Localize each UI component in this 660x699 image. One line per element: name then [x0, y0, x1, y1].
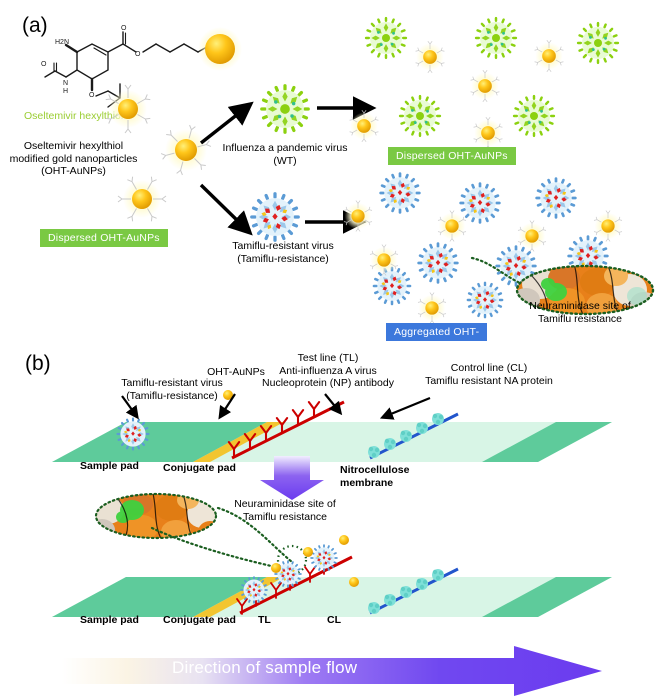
process-down-arrow: [260, 456, 324, 500]
virus-label-top-line1: Tamiflu-resistant virus: [121, 377, 223, 389]
aunp-caption-line3: (OHT-AuNPs): [41, 165, 106, 177]
inset-a-caption-line2: Tamiflu resistance: [537, 312, 623, 325]
atom-label-ester-o1: O: [121, 25, 127, 32]
molecule-caption: Oseltemivir hexylthiol: [24, 110, 124, 122]
atom-label-amide-n: N: [63, 80, 68, 87]
badge-dispersed-left: Dispersed OHT-AuNPs: [40, 229, 168, 247]
inset-b-caption-line2: Tamiflu resistance: [242, 510, 328, 523]
cl-label: CL: [327, 614, 341, 626]
inset-leader-a: [470, 256, 520, 284]
atom-label-amine: H2N: [55, 39, 69, 46]
atom-label-ester-o2: O: [135, 51, 141, 58]
inset-leader-b: [150, 506, 308, 576]
sample-pad-label-bottom: Sample pad: [80, 614, 139, 626]
dispersed-wt-field: [349, 16, 620, 150]
flow-arrow-label: Direction of sample flow: [172, 658, 358, 677]
control-line-proteins-bottom: [368, 569, 444, 614]
neuraminidase-inset-a: [515, 264, 655, 316]
aunp-caption-line2: modified gold nanoparticles: [9, 152, 138, 165]
test-line-label-line2: Anti-influenza A virus: [279, 364, 377, 377]
aunp-caption-line1: Oseltemivir hexylthiol: [23, 140, 124, 152]
conjugate-pad-label-top: Conjugate pad: [163, 462, 236, 474]
control-line-label-line1: Control line (CL): [450, 362, 528, 374]
sample-pad-label-top: Sample pad: [80, 460, 139, 472]
inset-b-caption-line1: Neuraminidase site of: [234, 498, 336, 510]
conjugate-pad-label-bottom: Conjugate pad: [163, 614, 236, 626]
tl-label: TL: [258, 614, 271, 626]
dispersed-aunp-cluster-left: [105, 84, 212, 222]
virus-label-top-line2: (Tamiflu-resistance): [126, 389, 218, 402]
test-line-label-line1: Test line (TL): [297, 352, 359, 364]
badge-dispersed-right: Dispersed OHT-AuNPs: [388, 147, 516, 165]
sample-flow-arrow: Direction of sample flow: [62, 646, 602, 696]
branch-arrows: [199, 101, 254, 236]
test-line-label-line3: Nucleoprotein (NP) antibody: [262, 377, 394, 389]
wt-virus-caption-line2: (WT): [273, 154, 297, 167]
atom-label-ether-o: O: [89, 92, 95, 99]
aunp-marker-top: [223, 390, 233, 400]
badge-aggregated: Aggregated OHT-: [386, 323, 488, 341]
wt-to-dispersed-arrow: [317, 96, 377, 120]
top-strip-leader-arrows: [121, 393, 431, 420]
panel-a-letter: (a): [22, 14, 48, 37]
panel-b-letter: (b): [25, 352, 51, 375]
membrane-label-line1: Nitrocellulose: [340, 464, 410, 476]
atom-label-carbonyl-o: O: [41, 61, 47, 68]
resistant-virus-caption-line2: (Tamiflu-resistance): [237, 252, 329, 265]
resistant-virus-particle: [250, 192, 300, 242]
wt-virus-particle: [260, 84, 310, 134]
atom-label-amide-h: H: [63, 88, 68, 95]
aunp-label-top: OHT-AuNPs: [207, 366, 265, 378]
control-line-label-line2: Tamiflu resistant NA protein: [425, 374, 553, 387]
membrane-label-line2: membrane: [340, 476, 394, 489]
bound-virus-complexes: [236, 535, 359, 615]
gold-nanoparticle-structure: [198, 27, 242, 71]
wt-virus-caption-line1: Influenza a pandemic virus: [222, 142, 348, 154]
resistant-virus-caption-line1: Tamiflu-resistant virus: [232, 240, 334, 252]
inset-a-caption-line1: Neuraminidase site of: [529, 300, 631, 312]
